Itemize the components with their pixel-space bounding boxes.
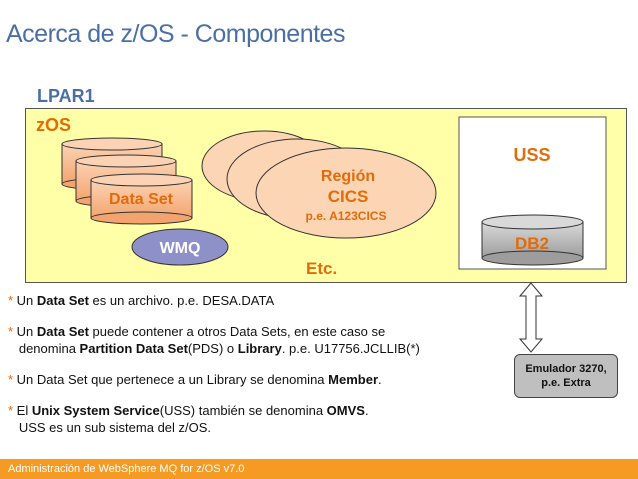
note-text: . [378,372,382,387]
note-bold-term: Unix System Service [31,403,160,418]
cics-label-region: Región [321,168,375,185]
component-diagram: Data Set Región CICS p.e. A123CICS WMQ E… [61,116,607,353]
note-bold-term: Data Set [36,324,89,339]
note-text: denomina [8,341,80,356]
data-set-cylinders: Data Set [61,137,193,225]
note-bullet: * [8,403,17,418]
emulator-3270-box: Emulador 3270, p.e. Extra [514,354,618,398]
note-line: * Un Data Set puede contener a otros Dat… [8,323,385,340]
note-line: denomina Partition Data Set(PDS) o Libra… [8,340,420,357]
note-text: USS es un sub sistema del z/OS. [8,420,212,435]
db2-label: DB2 [515,234,549,253]
wmq-label: WMQ [160,240,201,257]
etc-label: Etc. [306,259,337,278]
note-text: Un [16,324,37,339]
note-text: (PDS) o [187,341,238,356]
page-title: Acerca de z/OS - Componentes [6,20,345,48]
db2-component: DB2 [481,214,584,266]
data-set-cylinder-front [90,173,193,225]
note-text: (USS) también se denomina [159,403,327,418]
lpar-label: LPAR1 [37,86,95,106]
footer-text: Administración de WebSphere MQ for z/OS … [8,463,245,475]
note-bold-term: OMVS [326,403,365,418]
note-text: . p.e. U17756.JCLLIB(*) [281,341,420,356]
note-bold-term: Partition Data Set [79,341,188,356]
note-bold-term: Member [328,372,379,387]
emulator-line-2: p.e. Extra [541,377,591,389]
note-text: . [364,403,369,418]
note-line: * Un Data Set que pertenece a un Library… [8,371,382,388]
note-text: El [16,403,32,418]
note-bold-term: Data Set [36,293,89,308]
note-text: es un archivo. p.e. DESA.DATA [88,293,275,308]
cics-region-front [255,147,437,239]
zos-label: zOS [36,115,72,135]
note-bold-term: Library [237,341,282,356]
note-text: Un [16,293,37,308]
note-bullet: * [8,324,17,339]
cics-example-label: p.e. A123CICS [306,209,387,223]
uss-label: USS [513,145,550,165]
note-bullet: * [8,293,17,308]
cics-label-cics: CICS [328,187,369,206]
note-bullet: * [8,372,17,387]
data-set-label: Data Set [109,191,174,208]
note-line: USS es un sub sistema del z/OS. [8,419,211,436]
note-line: * El Unix System Service(USS) también se… [8,402,369,419]
cics-regions: Región CICS p.e. A123CICS [201,130,437,239]
wmq-component: WMQ [131,228,229,266]
note-text: puede contener a otros Data Sets, en est… [88,324,386,339]
footer-bar [0,459,638,479]
note-line: * Un Data Set es un archivo. p.e. DESA.D… [8,292,274,309]
note-text: Un Data Set que pertenece a un Library s… [16,372,329,387]
emulator-line-1: Emulador 3270, [525,363,607,375]
emulator-link-arrow [518,282,544,353]
